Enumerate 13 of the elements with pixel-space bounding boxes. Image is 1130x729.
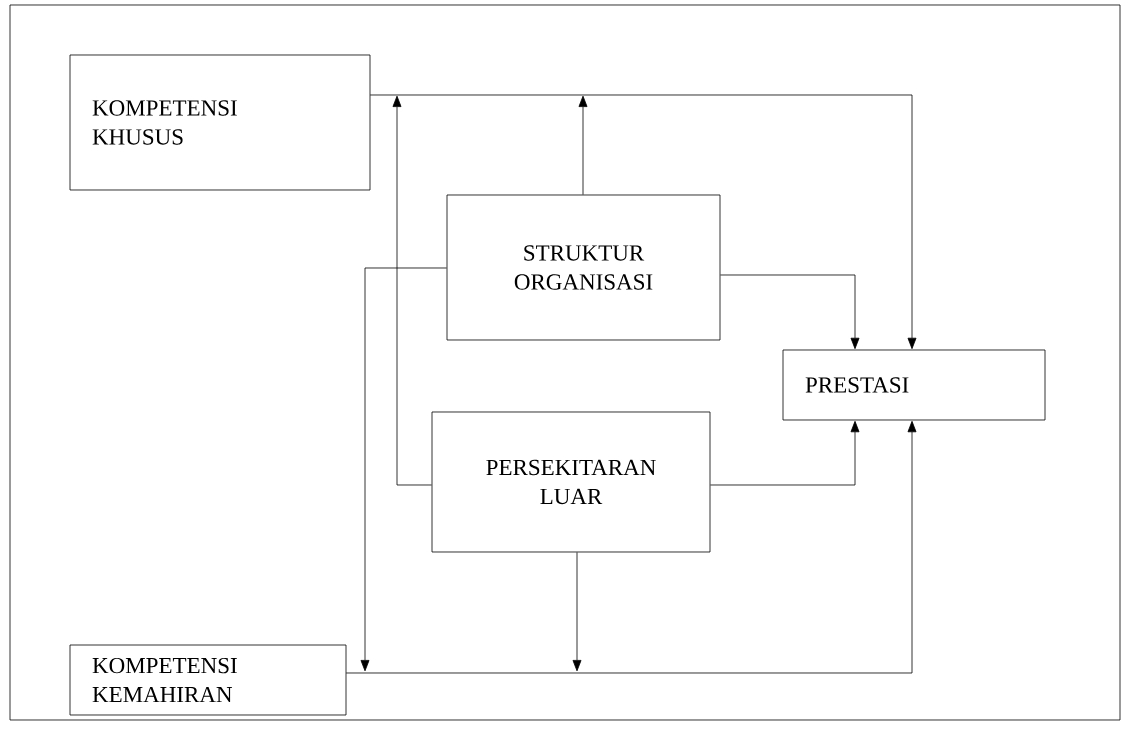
arrow — [710, 420, 860, 486]
process-box: KOMPETENSI KHUSUS — [69, 54, 371, 191]
arrow — [360, 267, 447, 672]
arrow — [572, 552, 582, 672]
arrow — [345, 420, 917, 674]
arrow — [392, 95, 432, 486]
arrow — [720, 274, 860, 350]
process-box: STRUKTUR ORGANISASI — [446, 194, 721, 341]
process-box: PERSEKITARAN LUAR — [431, 411, 711, 553]
process-box: PRESTASI — [782, 349, 1046, 421]
arrow — [578, 95, 588, 195]
process-box: KOMPETENSI KEMAHIRAN — [69, 644, 347, 716]
arrow — [369, 94, 917, 350]
